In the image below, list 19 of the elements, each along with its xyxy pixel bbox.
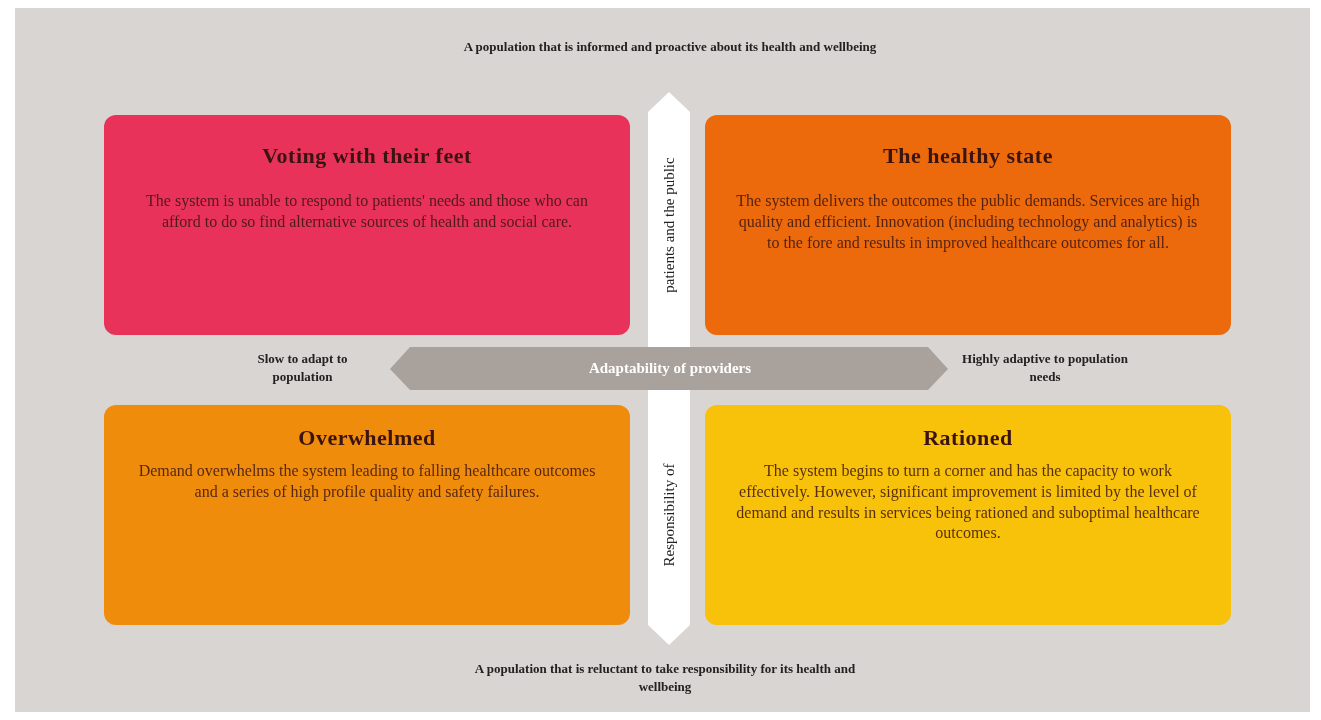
scenario-description: The system delivers the outcomes the public demands. Services are high quality and efficient. Innovation (including technology and analytics) is to the fore and results in improved healthcare outcomes for all. (735, 191, 1201, 254)
axis-label: Adaptability of providers (587, 359, 753, 378)
axis-end-label: A population that is informed and proactive about its health and wellbeing (462, 38, 878, 56)
scenario-box (705, 115, 1231, 335)
axis-label: Responsibility of (660, 462, 678, 569)
scenario-title: Voting with their feet (262, 143, 472, 169)
scenario-box (104, 405, 630, 625)
scenario-title: Overwhelmed (298, 425, 436, 451)
axis-label: patients and the public (660, 156, 678, 295)
scenario-title: The healthy state (883, 143, 1053, 169)
scenario-description: Demand overwhelms the system leading to falling healthcare outcomes and a series of high profile quality and safety failures. (137, 461, 597, 503)
scenario-box (705, 405, 1231, 625)
axis-end-label: Highly adaptive to population needs (961, 350, 1129, 386)
axis-end-label: Slow to adapt to population (256, 350, 349, 386)
scenario-description: The system begins to turn a corner and has the capacity to work effectively. However, significant improvement is limited by the level of demand and results in services being rationed and suboptimal healthcare outcomes. (735, 461, 1201, 544)
axis-end-label: A population that is reluctant to take responsibility for its health and wellbeing (473, 660, 857, 696)
scenario-box (104, 115, 630, 335)
scenario-description: The system is unable to respond to patients' needs and those who can afford to do so find alternative sources of health and social care. (145, 191, 589, 232)
scenario-title: Rationed (923, 425, 1013, 451)
